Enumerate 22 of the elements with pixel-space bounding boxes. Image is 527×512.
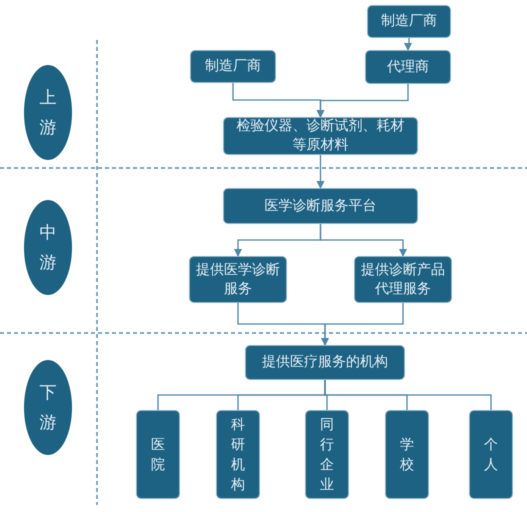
stage-ellipse: 下游 (24, 360, 72, 455)
category-box: 同行企业 (305, 410, 349, 499)
process-box: 制造厂商 (367, 5, 451, 38)
arrow (320, 224, 407, 257)
process-box: 制造厂商 (190, 50, 276, 83)
arrow (321, 303, 404, 346)
process-box: 代理商 (365, 50, 451, 84)
arrow (316, 84, 409, 118)
process-box: 提供医疗服务的机构 (245, 345, 405, 380)
connector-line (324, 380, 492, 410)
process-box: 提供医学诊断服务 (189, 256, 287, 303)
arrow (404, 38, 412, 51)
process-box: 提供诊断产品代理服务 (354, 256, 452, 303)
arrow (316, 155, 324, 189)
category-box: 医院 (136, 410, 180, 499)
category-box: 学校 (385, 410, 429, 499)
process-box: 医学诊断服务平台 (223, 188, 418, 224)
process-box: 检验仪器、诊断试剂、耗材等原材料 (223, 117, 418, 155)
category-box: 科研机构 (216, 410, 260, 499)
category-box: 个人 (469, 410, 513, 499)
stage-ellipse: 上游 (24, 65, 72, 160)
stage-ellipse: 中游 (24, 200, 72, 295)
